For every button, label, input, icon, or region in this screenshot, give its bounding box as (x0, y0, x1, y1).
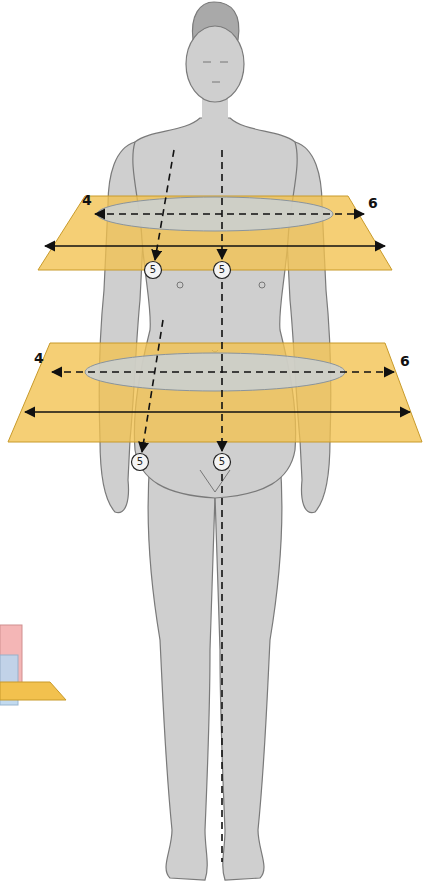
callout-number: 6 (368, 196, 378, 211)
lateral-arrow (142, 320, 163, 452)
direction-arrow (95, 213, 364, 215)
callout-circle (145, 262, 162, 279)
direction-arrow (52, 371, 394, 373)
circled-callout-number: 5 (133, 455, 147, 469)
circled-callout-number: 5 (215, 263, 229, 277)
circled-callout-number: 5 (215, 455, 229, 469)
head (186, 26, 244, 102)
lateral-arrow (155, 150, 174, 260)
transverse-plane-icon (0, 682, 66, 700)
callout-number: 4 (34, 351, 44, 366)
callout-number: 6 (400, 354, 410, 369)
right-leg (215, 460, 282, 880)
callout-number: 4 (82, 193, 92, 208)
nipple (177, 282, 183, 288)
direction-arrow (25, 411, 410, 413)
nipple (259, 282, 265, 288)
midline-arrow (221, 150, 223, 259)
circled-callout-number: 5 (146, 263, 160, 277)
groin-line (200, 470, 230, 492)
left-leg (148, 460, 215, 880)
callout-circle (214, 262, 231, 279)
face-features (203, 62, 228, 82)
midline-arrow (221, 282, 223, 451)
direction-arrow (45, 245, 385, 247)
callout-circle (214, 454, 231, 471)
midline (221, 474, 223, 862)
callout-circle (132, 454, 149, 471)
transverse-plane (8, 343, 422, 442)
